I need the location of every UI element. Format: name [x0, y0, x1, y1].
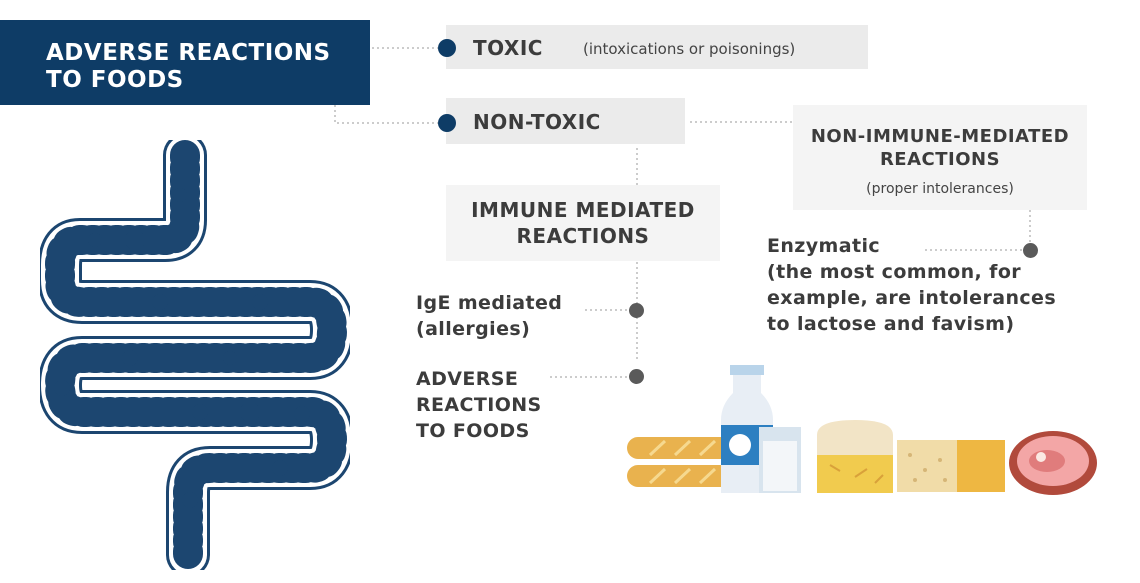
ige-label: IgE mediated (allergies): [416, 290, 562, 342]
non-immune-subtitle: (proper intolerances): [866, 181, 1014, 197]
intestine-network-icon: [40, 140, 350, 570]
glass-of-milk-icon: [759, 427, 801, 493]
non-immune-line-1: NON-IMMUNE-MEDIATED: [810, 126, 1070, 147]
enzymatic-line-2: (the most common, for: [767, 261, 1022, 283]
adverse-line-1: ADVERSE: [416, 368, 519, 390]
adverse-node-dot: [629, 369, 644, 384]
ige-line-2: (allergies): [416, 318, 531, 340]
enzymatic-node-dot: [1023, 243, 1038, 258]
non-toxic-node-dot: [438, 114, 456, 132]
immune-line-1: IMMUNE MEDIATED: [471, 198, 695, 222]
bread-icon: [627, 437, 737, 487]
enzymatic-line-3: example, are intolerances: [767, 287, 1057, 309]
non-toxic-label: NON-TOXIC: [473, 110, 601, 134]
non-toxic-box: [446, 98, 685, 144]
enzymatic-label: Enzymatic (the most common, for example,…: [767, 233, 1056, 337]
toxic-label: TOXIC: [473, 36, 543, 60]
toxic-box: [446, 25, 868, 69]
butter-icon: [897, 440, 1005, 492]
adverse-line-2: REACTIONS: [416, 394, 542, 416]
immune-line-2: REACTIONS: [516, 224, 650, 248]
meat-steak-icon: [1009, 431, 1097, 495]
enzymatic-line-4: to lactose and favism): [767, 313, 1015, 335]
title-line-2: TO FOODS: [46, 67, 184, 93]
non-immune-line-2: REACTIONS: [879, 149, 1001, 170]
food-illustrations: [627, 365, 1097, 495]
ige-node-dot: [629, 303, 644, 318]
immune-box: IMMUNE MEDIATED REACTIONS: [446, 185, 720, 261]
ige-line-1: IgE mediated: [416, 292, 563, 314]
enzymatic-line-1: Enzymatic: [767, 235, 881, 257]
toxic-node-dot: [438, 39, 456, 57]
cheese-icon: [817, 420, 893, 493]
diagram-title: ADVERSE REACTIONS TO FOODS: [0, 20, 370, 105]
toxic-subtitle: (intoxications or poisonings): [583, 40, 796, 58]
adverse-label: ADVERSE REACTIONS TO FOODS: [416, 366, 542, 444]
title-line-1: ADVERSE REACTIONS: [46, 40, 331, 66]
adverse-line-3: TO FOODS: [416, 420, 530, 442]
non-immune-box: NON-IMMUNE-MEDIATED REACTIONS (proper in…: [793, 105, 1087, 210]
